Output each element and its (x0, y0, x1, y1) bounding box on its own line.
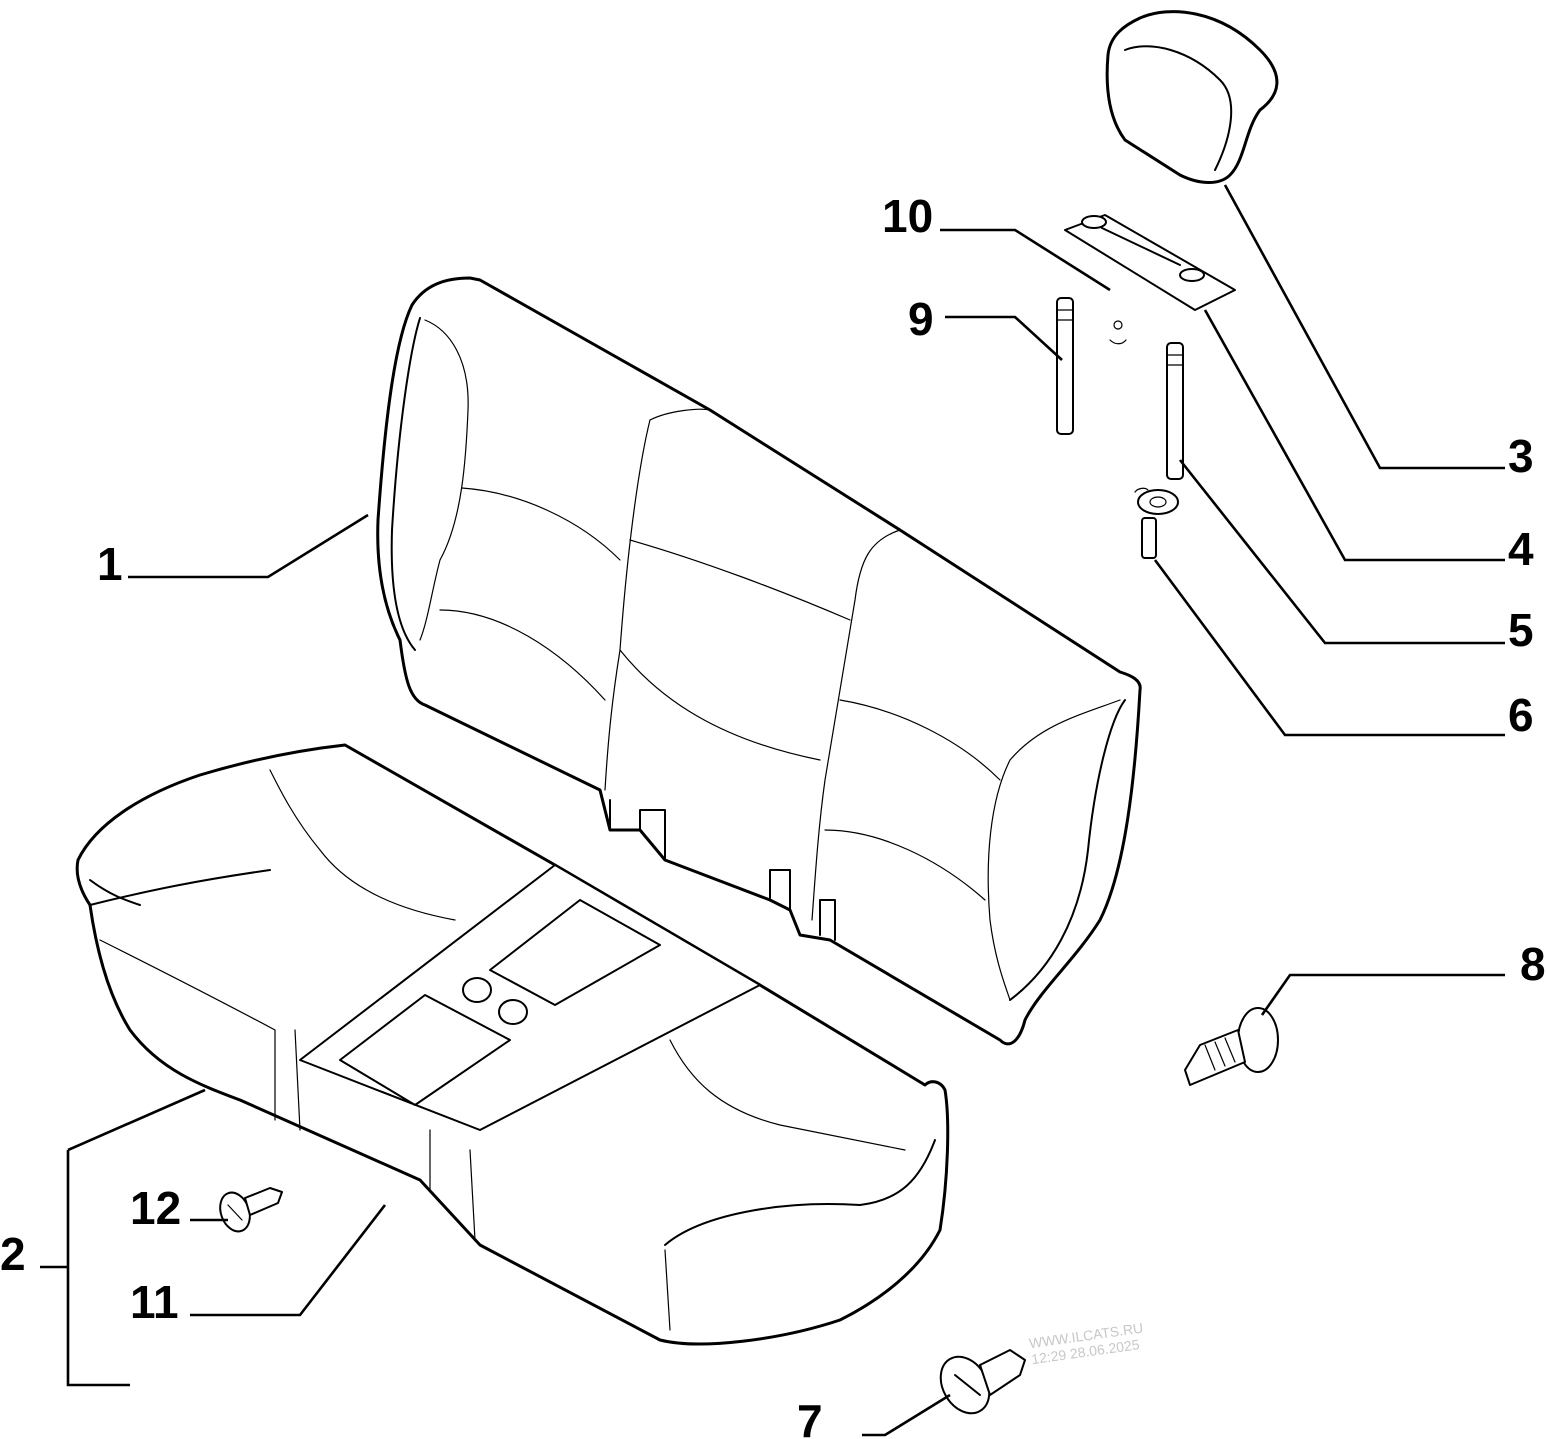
headrest-rod-left[interactable] (1056, 297, 1074, 435)
seat-backrest[interactable] (376, 276, 1142, 1046)
callout-8: 8 (1520, 938, 1546, 990)
bushing[interactable] (1134, 487, 1179, 559)
callout-1: 1 (97, 538, 123, 590)
watermark: WWW.ILCATS.RU 12:29 28.06.2025 (1028, 1320, 1144, 1368)
callout-7: 7 (797, 1395, 823, 1439)
callout-6: 6 (1508, 689, 1534, 741)
callout-11: 11 (130, 1276, 179, 1328)
callout-5: 5 (1508, 604, 1534, 656)
callout-12: 12 (130, 1182, 181, 1234)
callout-10: 10 (882, 190, 933, 242)
guide-plate[interactable] (1064, 214, 1236, 345)
headrest[interactable] (1105, 10, 1279, 184)
seat-cushion[interactable] (75, 743, 950, 1346)
fastener-pin-8[interactable] (1184, 1007, 1279, 1086)
fastener-pin-12[interactable] (215, 1187, 283, 1236)
callout-3: 3 (1508, 430, 1534, 482)
headrest-rod-right[interactable] (1166, 342, 1184, 480)
callout-2: 2 (0, 1228, 26, 1280)
fastener-pin-7[interactable] (931, 1348, 1026, 1422)
leader-lines (40, 184, 1505, 1437)
callout-4: 4 (1508, 523, 1534, 575)
callout-9: 9 (908, 293, 934, 345)
